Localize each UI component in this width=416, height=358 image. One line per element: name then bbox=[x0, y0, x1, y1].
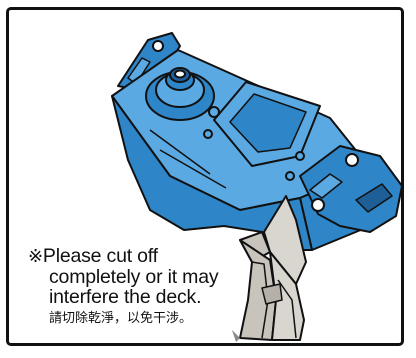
caption-line-2: completely or it may bbox=[28, 267, 258, 287]
caption-text-1: Please cut off bbox=[43, 245, 158, 267]
reference-mark: ※ bbox=[28, 246, 43, 267]
caption-line-1: ※Please cut off bbox=[28, 246, 258, 267]
caption-chinese: 請切除乾淨，以免干涉。 bbox=[28, 310, 258, 328]
caption-line-3: interfere the deck. bbox=[28, 287, 258, 307]
cut-instruction-caption: ※Please cut off completely or it may int… bbox=[28, 246, 258, 328]
servo-motor-icon bbox=[112, 33, 402, 250]
